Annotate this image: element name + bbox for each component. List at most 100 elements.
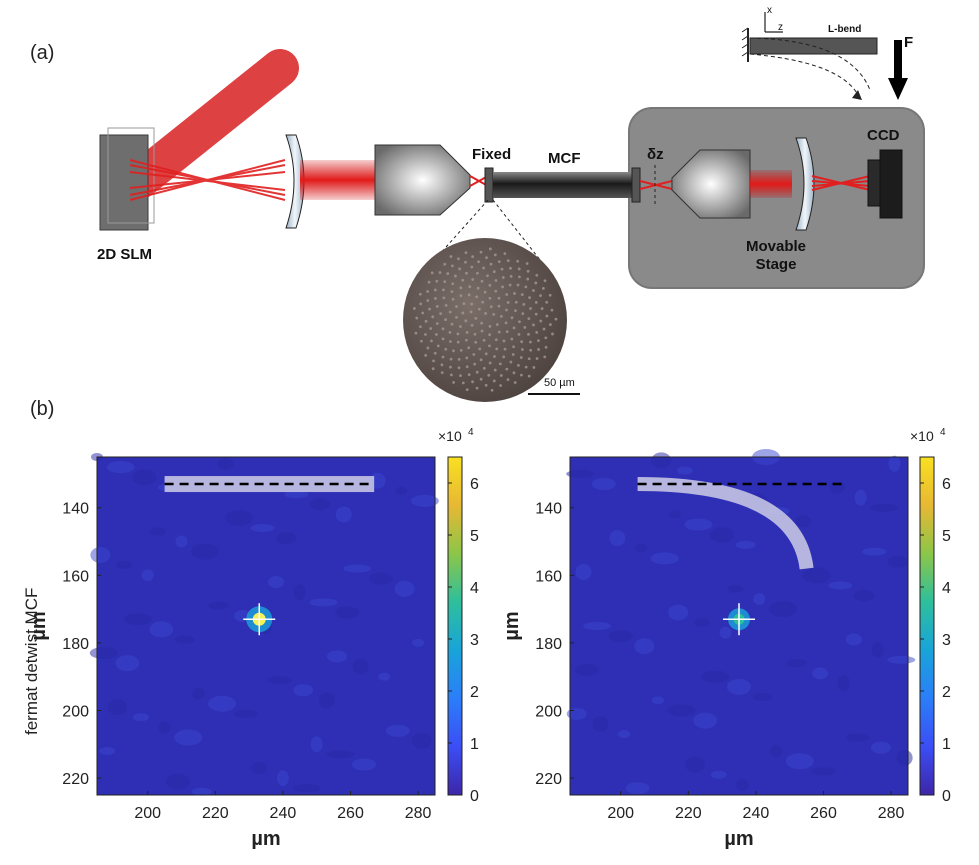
colorbar-tick-label: 4 bbox=[942, 580, 951, 597]
fiber-core bbox=[545, 314, 549, 318]
fiber-core bbox=[527, 374, 531, 378]
speckle bbox=[395, 486, 408, 495]
speckle bbox=[166, 773, 191, 790]
label-axis-x: x bbox=[767, 5, 772, 16]
fiber-core bbox=[505, 330, 509, 334]
speckle bbox=[768, 601, 797, 618]
speckle bbox=[217, 457, 234, 470]
fiber-core bbox=[464, 338, 468, 342]
fiber-core bbox=[482, 338, 486, 342]
fiber-core bbox=[522, 303, 526, 306]
speckle bbox=[887, 655, 916, 664]
fiber-core bbox=[554, 317, 558, 321]
fiber-core bbox=[438, 271, 442, 274]
label-mcf: MCF bbox=[548, 150, 581, 167]
fiber-core bbox=[467, 346, 471, 350]
x-tick-label: 200 bbox=[134, 805, 161, 822]
fiber-core bbox=[459, 374, 462, 378]
label-force: F bbox=[904, 34, 914, 51]
speckle bbox=[693, 712, 718, 729]
fiber-core bbox=[435, 305, 439, 308]
speckle bbox=[385, 724, 410, 737]
fiber-core bbox=[478, 347, 482, 351]
fiber-core bbox=[510, 316, 514, 320]
speckle bbox=[132, 713, 149, 722]
fiber-cores bbox=[412, 247, 558, 392]
fiber-core bbox=[424, 333, 427, 336]
speckle bbox=[141, 569, 154, 582]
slm-device bbox=[99, 134, 149, 231]
fiber-core bbox=[419, 302, 423, 306]
x-tick-label: 260 bbox=[337, 805, 364, 822]
fiber-core bbox=[529, 307, 532, 310]
fiber-core bbox=[465, 331, 469, 334]
fiber-core bbox=[544, 345, 548, 349]
x-tick-label: 220 bbox=[675, 805, 702, 822]
fiber-core bbox=[474, 316, 478, 320]
lbend-wall-hatch bbox=[741, 27, 749, 57]
speckle bbox=[99, 747, 116, 756]
fiber-core bbox=[477, 260, 480, 264]
speckle bbox=[89, 647, 118, 660]
fiber-core bbox=[527, 317, 531, 321]
speckle bbox=[132, 469, 157, 486]
fiber-core bbox=[520, 348, 524, 351]
fiber-core bbox=[499, 315, 503, 318]
fiber-core bbox=[529, 348, 533, 352]
fiber-core bbox=[441, 355, 445, 359]
fiber-core bbox=[529, 340, 532, 344]
input-beam bbox=[121, 49, 299, 199]
colorbar-exponent: ×10 bbox=[910, 428, 934, 444]
speckle bbox=[310, 498, 331, 511]
speckle bbox=[854, 589, 875, 602]
fiber-core bbox=[441, 337, 445, 341]
fiber-core bbox=[462, 302, 466, 306]
speckle bbox=[634, 544, 647, 553]
fiber-core bbox=[484, 383, 488, 387]
fiber-core bbox=[440, 371, 444, 375]
colorbar-tick-label: 6 bbox=[470, 476, 479, 493]
speckle bbox=[668, 510, 681, 519]
fiber-core bbox=[426, 346, 430, 350]
fiber-clamp-end bbox=[631, 167, 641, 203]
speckle bbox=[293, 584, 306, 601]
fiber-core bbox=[470, 323, 474, 327]
fiber-core bbox=[457, 366, 461, 370]
fiber-overlay-bent bbox=[637, 477, 814, 570]
ccd-body bbox=[879, 149, 903, 219]
speckle bbox=[583, 622, 612, 630]
fiber-core bbox=[495, 323, 499, 326]
fiber-core bbox=[486, 274, 489, 278]
speckle bbox=[251, 761, 268, 774]
output-rays bbox=[639, 180, 673, 190]
fiber-core bbox=[476, 271, 479, 275]
fiber-core bbox=[461, 381, 465, 385]
fiber-core bbox=[452, 381, 455, 384]
fiber-core bbox=[419, 325, 422, 329]
fiber-core bbox=[483, 290, 487, 294]
x-axis-label: µm bbox=[724, 828, 753, 850]
speckle bbox=[115, 655, 140, 672]
fiber-core bbox=[487, 373, 491, 377]
fiber-core bbox=[479, 250, 483, 254]
fiber-core bbox=[420, 339, 423, 343]
fiber-core bbox=[495, 347, 499, 351]
fiber-core bbox=[509, 266, 512, 270]
setup-schematic bbox=[99, 12, 908, 402]
fiber-core bbox=[539, 294, 542, 298]
speckle bbox=[149, 527, 166, 536]
colorbar-tick-label: 5 bbox=[942, 528, 951, 545]
fiber-core bbox=[494, 279, 498, 282]
fiber-core bbox=[532, 323, 535, 327]
fiber-core bbox=[471, 278, 475, 281]
speckle bbox=[292, 784, 321, 793]
fiber-core bbox=[516, 259, 520, 263]
y-axis-label: µm bbox=[501, 611, 523, 640]
fiber-core bbox=[503, 347, 507, 351]
fiber-core bbox=[479, 377, 483, 381]
x-tick-label: 240 bbox=[743, 805, 770, 822]
speckle bbox=[786, 659, 807, 668]
fiber-core bbox=[497, 260, 501, 264]
fiber-core bbox=[439, 312, 443, 316]
fiber-core bbox=[520, 373, 523, 377]
